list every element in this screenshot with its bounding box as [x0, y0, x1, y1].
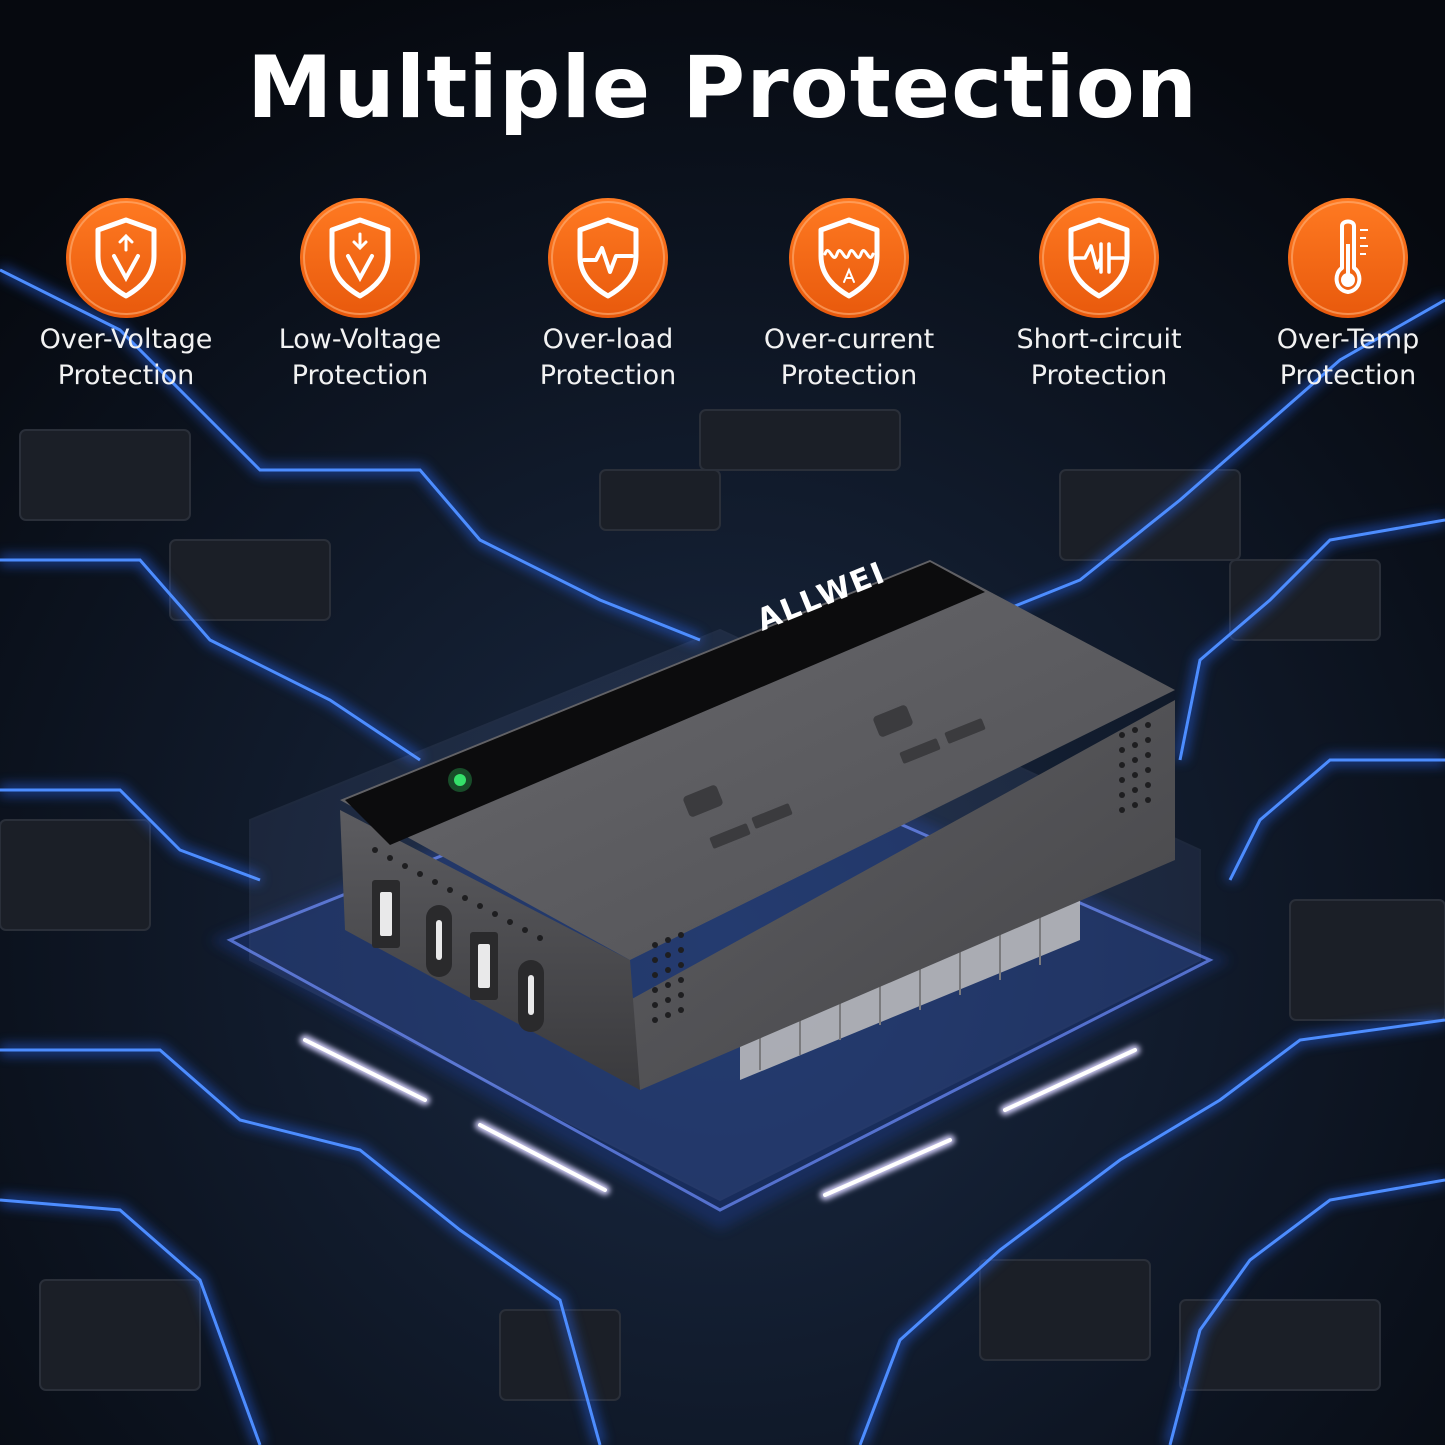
shield-current-icon [789, 198, 909, 318]
thermometer-icon [1288, 198, 1408, 318]
page-title: Multiple Protection [246, 38, 1199, 138]
shield-pulse-icon [548, 198, 668, 318]
shield-circuit-icon [1039, 198, 1159, 318]
power-inverter-device [340, 560, 1175, 1090]
shield-arrow-up-icon [66, 198, 186, 318]
shield-arrow-down-icon [300, 198, 420, 318]
